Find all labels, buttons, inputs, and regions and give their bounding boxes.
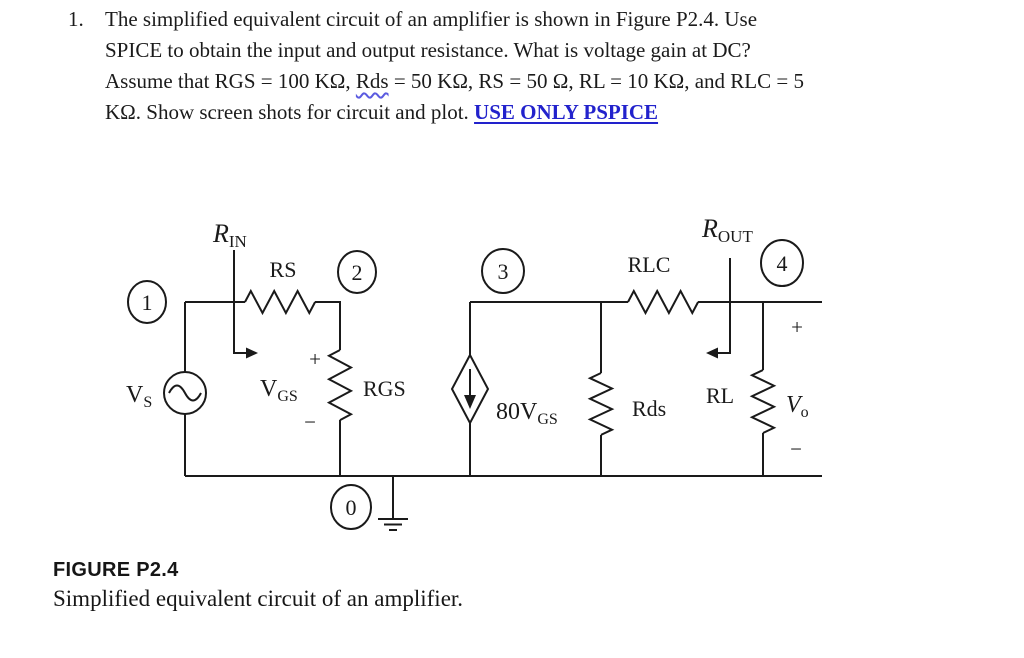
vgs-minus-sign: −: [304, 410, 316, 434]
dependent-source-symbol: [450, 352, 490, 426]
problem-line-1: The simplified equivalent circuit of an …: [105, 4, 985, 35]
rin-arrow-line: [233, 250, 246, 354]
node-0-circle: [330, 484, 372, 530]
rlc-label: RLC: [628, 252, 671, 277]
node-4-circle: [760, 239, 804, 287]
figure-caption-label: FIGURE P2.4: [53, 559, 179, 581]
node-4-label: 4: [777, 251, 788, 276]
figure-caption: FIGURE P2.4 Simplified equivalent circui…: [53, 559, 463, 612]
node-2-label: 2: [352, 260, 363, 285]
node-0-label: 0: [346, 495, 357, 520]
rout-arrow-line: [718, 258, 731, 354]
right-arrow-icon: [246, 347, 258, 359]
vgs-plus-sign: +: [309, 347, 321, 371]
rl-resistor: [749, 369, 777, 434]
rds-label: Rds: [632, 396, 666, 421]
problem-line-2: SPICE to obtain the input and output res…: [105, 35, 985, 66]
left-arrow-icon: [706, 347, 718, 359]
rgs-resistor: [326, 349, 354, 421]
problem-line-2-text: SPICE to obtain the input and output res…: [105, 38, 751, 62]
figure-caption-text: Simplified equivalent circuit of an ampl…: [53, 586, 464, 611]
node-3-label: 3: [498, 259, 509, 284]
problem-line-3-post: = 50 KΩ, RS = 50 Ω, RL = 10 KΩ, and RLC …: [388, 69, 804, 93]
pspice-link[interactable]: USE ONLY PSPICE: [474, 100, 659, 124]
node-2-circle: [337, 250, 377, 294]
rl-label: RL: [706, 383, 734, 408]
vo-label: Vo: [786, 392, 809, 421]
vs-sine-icon: [168, 384, 202, 402]
rin-label: RIN: [212, 219, 247, 251]
vgs-label: VGS: [260, 376, 298, 405]
problem-line-4: KΩ. Show screen shots for circuit and pl…: [105, 97, 985, 128]
problem-statement: The simplified equivalent circuit of an …: [105, 4, 985, 128]
problem-line-4-pre: KΩ. Show screen shots for circuit and pl…: [105, 100, 475, 124]
dependent-source-label: 80VGS: [496, 399, 558, 428]
node-1-circle: [127, 280, 167, 324]
node-3-circle: [481, 248, 525, 294]
vs-source-symbol: [163, 371, 207, 415]
rlc-resistor: [627, 288, 699, 316]
problem-line-3: Assume that RGS = 100 KΩ, Rds = 50 KΩ, R…: [105, 66, 985, 97]
vo-minus-sign: −: [790, 437, 802, 461]
rout-label: ROUT: [701, 214, 753, 246]
component-labels: RIN ROUT RS RLC RGS Rds RL VS VGS 80VGS …: [126, 214, 809, 461]
node-1-label: 1: [142, 290, 153, 315]
node-markers: 1 2 3 4 0: [127, 239, 804, 530]
rout-arrow: [706, 258, 731, 359]
wire-rs-to-rgs: [315, 301, 341, 350]
problem-line-1-text: The simplified equivalent circuit of an …: [105, 7, 758, 31]
ground-symbol: [378, 476, 408, 531]
vs-label: VS: [126, 382, 152, 411]
rs-resistor: [244, 288, 316, 316]
spellcheck-word-rds: Rds: [355, 69, 389, 93]
rgs-label: RGS: [363, 376, 406, 401]
rds-resistor: [587, 372, 615, 436]
down-arrow-icon: [464, 395, 476, 409]
vo-plus-sign: +: [791, 315, 803, 339]
problem-number: 1.: [68, 7, 84, 31]
rs-label: RS: [270, 257, 297, 282]
rin-arrow: [233, 250, 258, 359]
problem-line-3-pre: Assume that RGS = 100 KΩ,: [105, 69, 356, 93]
